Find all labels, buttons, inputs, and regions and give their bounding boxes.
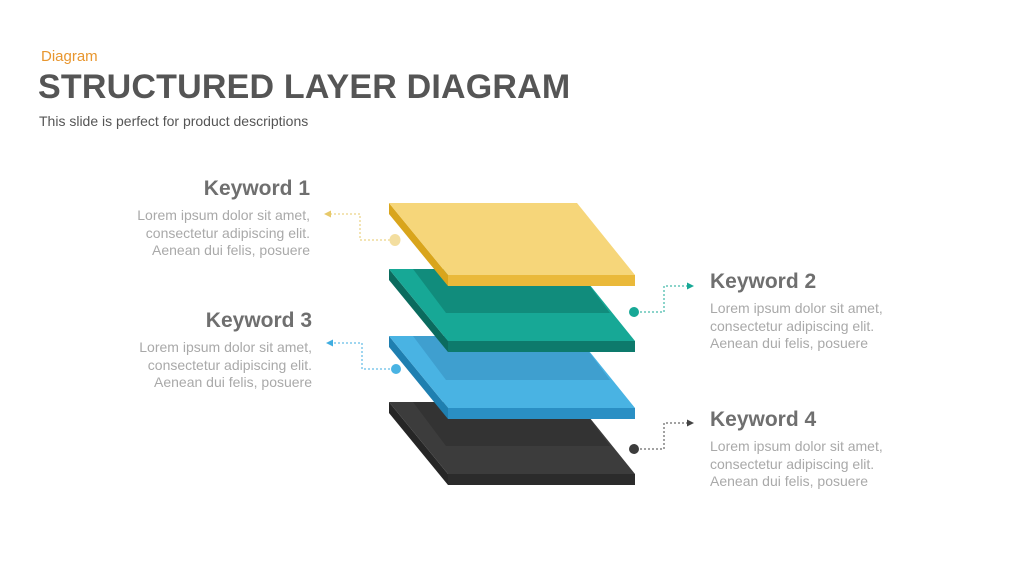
keyword-2-block: Keyword 2 Lorem ipsum dolor sit amet, co… bbox=[710, 270, 950, 353]
keyword-2-title: Keyword 2 bbox=[710, 270, 817, 293]
keyword-4-text-line: Aenean dui felis, posuere bbox=[710, 473, 868, 489]
keyword-2-text-line: Aenean dui felis, posuere bbox=[710, 335, 868, 351]
keyword-3-block: Keyword 3 Lorem ipsum dolor sit amet, co… bbox=[72, 309, 312, 392]
slide-category-label: Diagram bbox=[41, 48, 98, 65]
connector-keyword-2 bbox=[629, 282, 694, 317]
connector-keyword-4 bbox=[629, 419, 694, 454]
keyword-1-block: Keyword 1 Lorem ipsum dolor sit amet, co… bbox=[70, 177, 310, 260]
keyword-4-title: Keyword 4 bbox=[710, 408, 817, 431]
keyword-3-title: Keyword 3 bbox=[205, 309, 312, 332]
slide-title: STRUCTURED LAYER DIAGRAM bbox=[38, 68, 571, 106]
keyword-2-text-line: consectetur adipiscing elit. bbox=[710, 317, 875, 334]
keyword-1-text-line: Aenean dui felis, posuere bbox=[152, 242, 310, 258]
connector-keyword-1 bbox=[324, 210, 401, 246]
connector-keyword-3 bbox=[326, 339, 401, 374]
keyword-3-text-line: consectetur adipiscing elit. bbox=[147, 356, 312, 373]
keyword-4-text-line: consectetur adipiscing elit. bbox=[710, 455, 875, 472]
keyword-1-title: Keyword 1 bbox=[203, 177, 310, 200]
keyword-1-text-line: Lorem ipsum dolor sit amet, bbox=[137, 207, 310, 223]
keyword-4-block: Keyword 4 Lorem ipsum dolor sit amet, co… bbox=[710, 408, 950, 491]
keyword-3-text-line: Aenean dui felis, posuere bbox=[154, 374, 312, 390]
keyword-3-text-line: Lorem ipsum dolor sit amet, bbox=[139, 339, 312, 355]
keyword-2-text-line: Lorem ipsum dolor sit amet, bbox=[710, 300, 883, 316]
keyword-4-text-line: Lorem ipsum dolor sit amet, bbox=[710, 438, 883, 454]
slide-subtitle: This slide is perfect for product descri… bbox=[39, 113, 309, 129]
keyword-1-text-line: consectetur adipiscing elit. bbox=[145, 224, 310, 241]
layer-1 bbox=[389, 203, 635, 286]
